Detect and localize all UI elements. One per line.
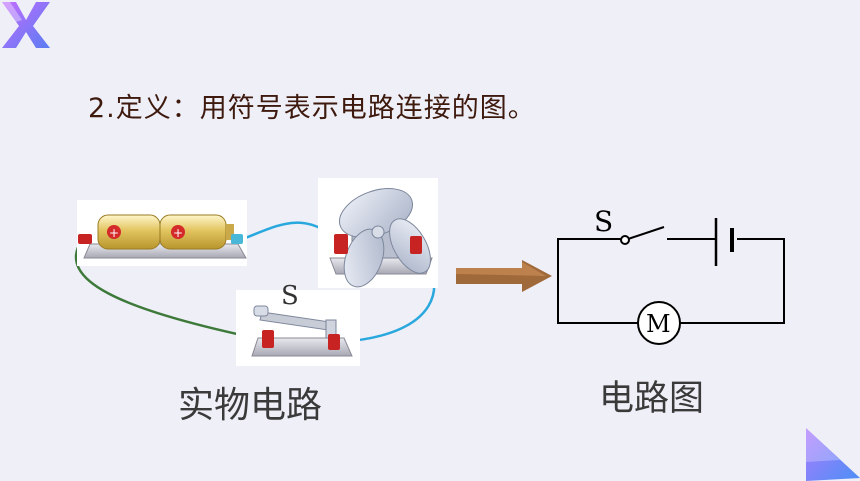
fan-motor — [318, 178, 438, 288]
arrow-right-icon — [456, 260, 552, 292]
svg-text:+: + — [109, 226, 119, 240]
physical-circuit-caption: 实物电路 — [178, 385, 323, 426]
battery-holder: + + — [77, 200, 247, 266]
corner-accent-icon — [806, 428, 860, 481]
circuit-diagram-caption: 电路图 — [599, 379, 705, 419]
motor-label: M — [646, 310, 671, 338]
logo-icon — [2, 2, 50, 48]
wire-green — [74, 239, 266, 342]
svg-text:+: + — [173, 226, 183, 240]
definition-heading: 2.定义：用符号表示电路连接的图。 — [88, 93, 536, 124]
circuit-schematic — [557, 218, 785, 345]
switch-label-schematic: S — [594, 205, 614, 238]
knife-switch — [236, 290, 360, 366]
switch-label-physical: S — [281, 281, 299, 311]
